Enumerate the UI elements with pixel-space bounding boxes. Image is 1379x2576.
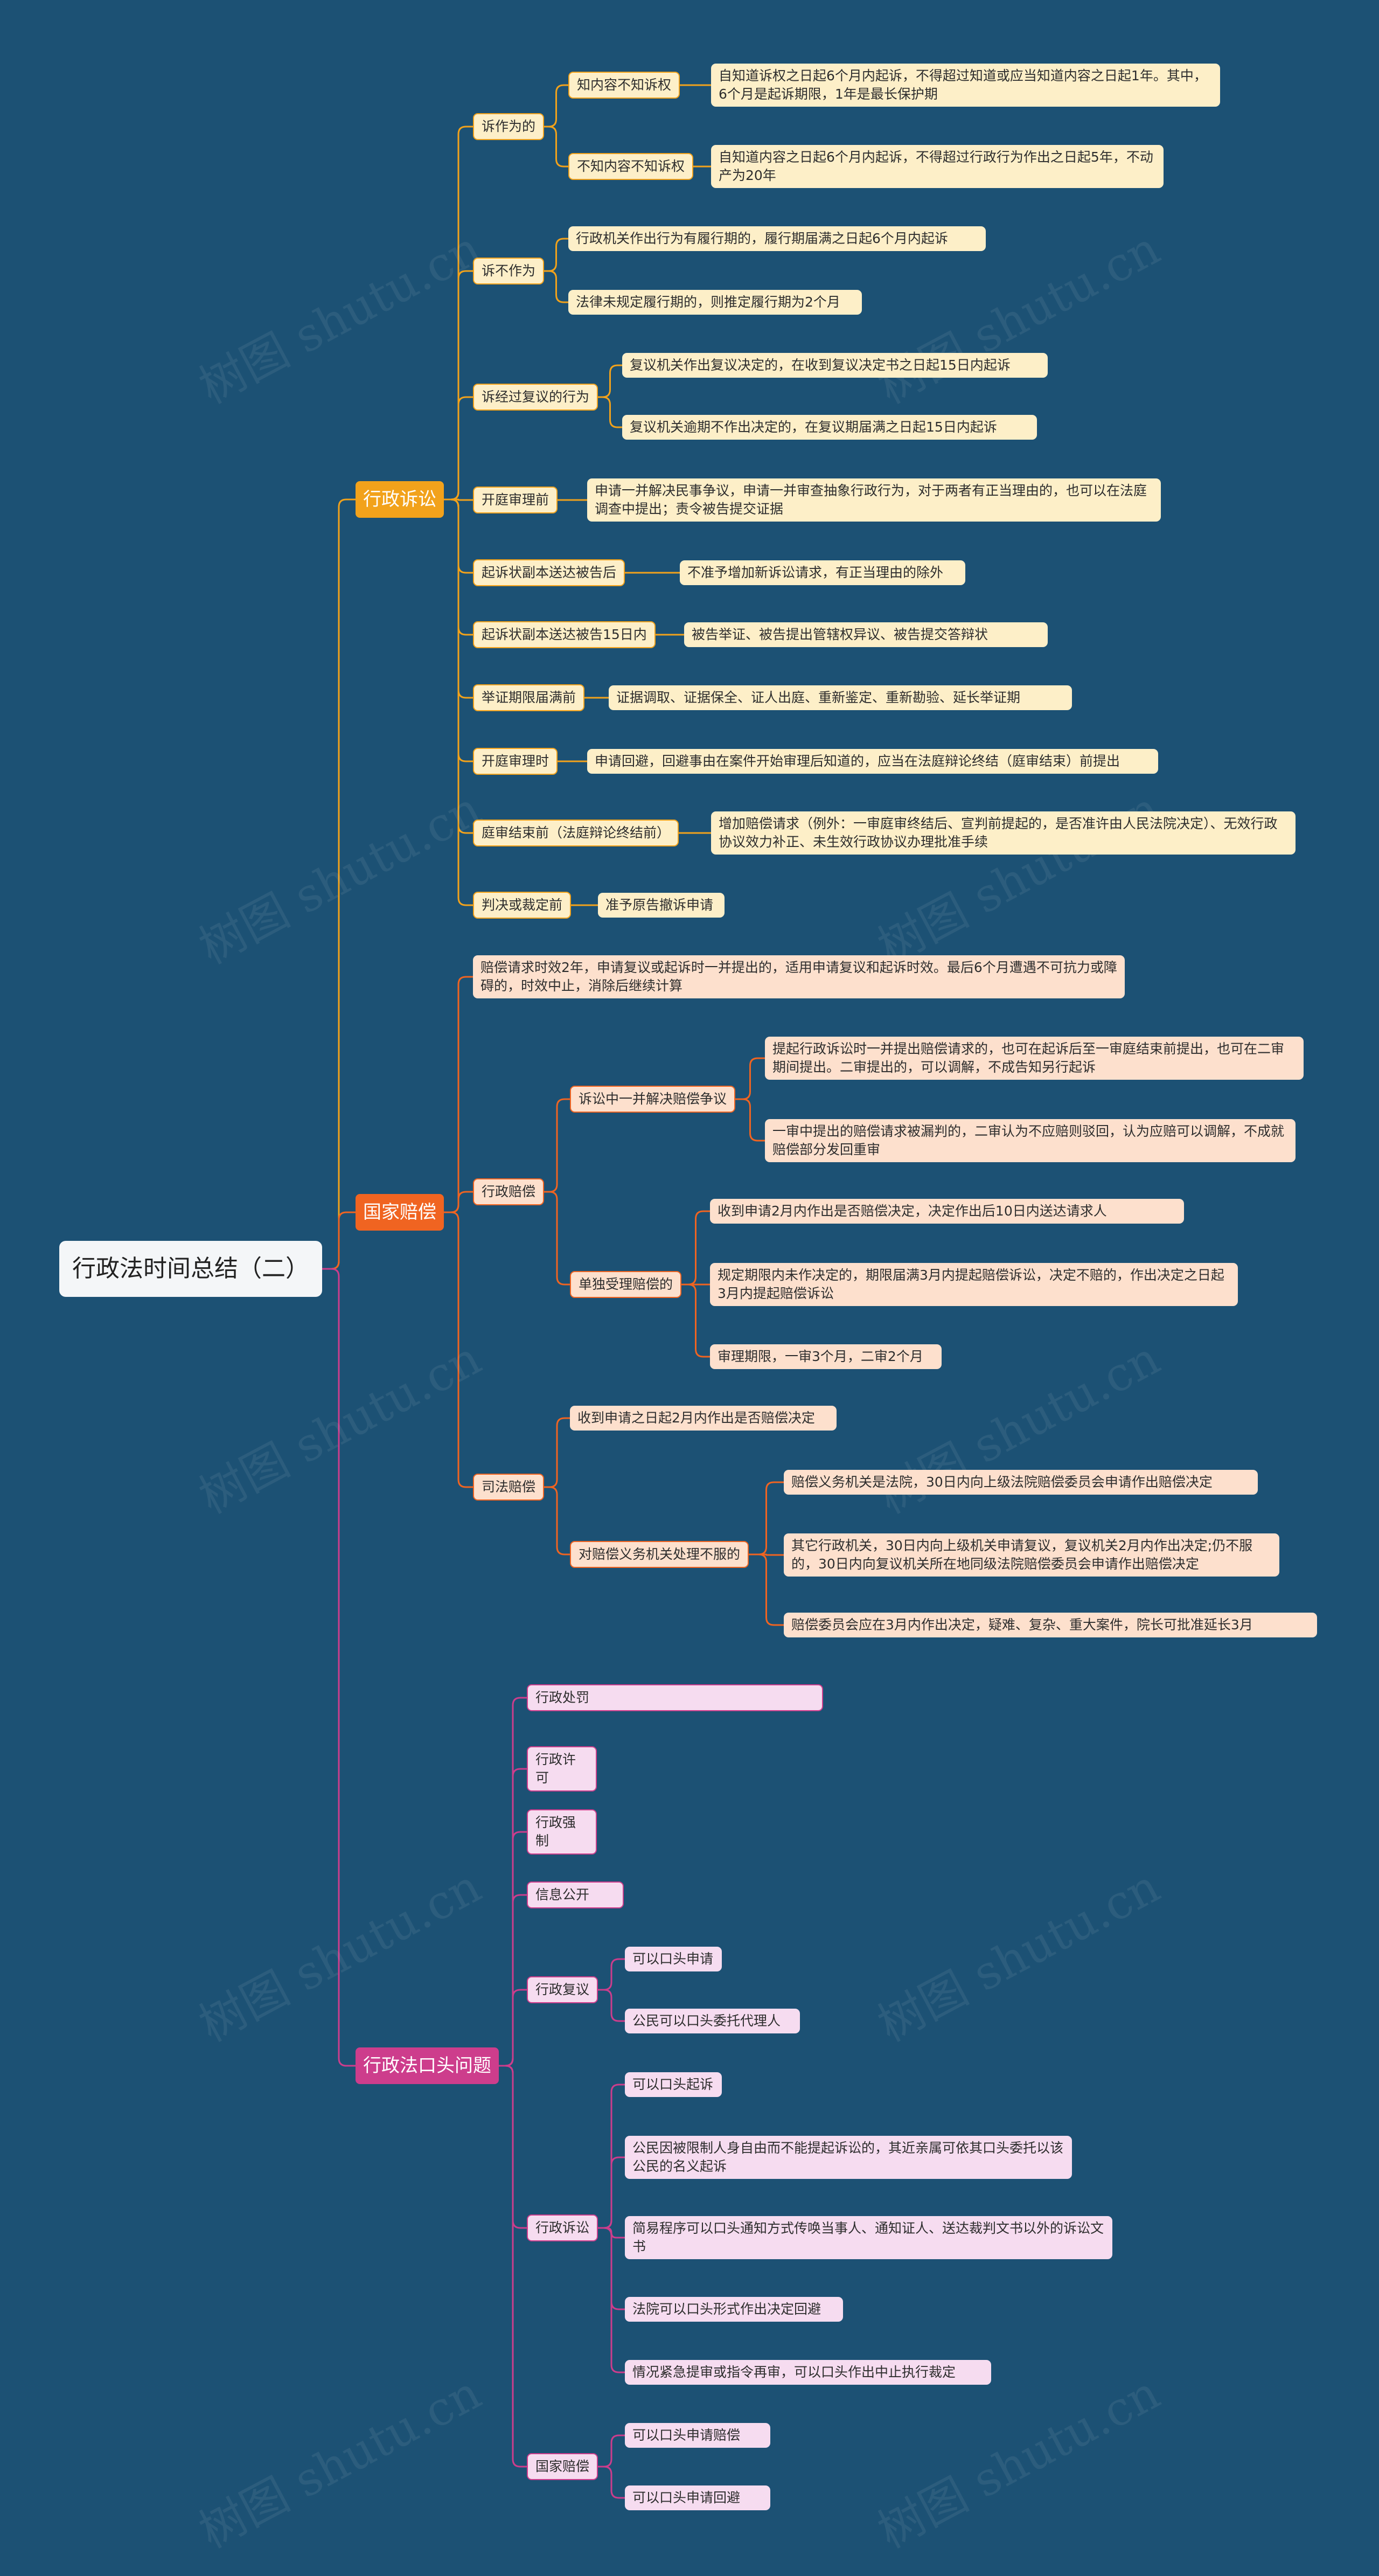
connector-line [499,1989,527,2067]
connector-line [598,364,622,398]
leaf-0-0-1-0: 自知道内容之日起6个月内起诉，不得超过行政行为作出之日起5年，不动产为20年 [711,145,1164,188]
leaf-1-1-1-2: 审理期限，一审3个月，二审2个月 [710,1344,942,1369]
topic-0-7: 开庭审理时 [473,748,558,775]
leaf-1-0: 赔偿请求时效2年，申请复议或起诉时一并提出的，适用申请复议和起诉时效。最后6个月… [473,955,1125,998]
connector-line [444,498,473,501]
connector-line [749,1481,784,1556]
topic-2-4: 行政复议 [527,1976,598,2003]
leaf-1-1-0-0: 提起行政诉讼时一并提出赔偿请求的，也可在起诉后至一审庭结束前提出，也可在二审期间… [765,1037,1304,1080]
topic-0-9: 判决或裁定前 [473,892,572,919]
topic-2-3: 信息公开 [527,1881,624,1908]
connector-line [544,1191,570,1286]
connector-line [544,1098,570,1193]
topic-0-8: 庭审结束前（法庭辩论终结前） [473,820,679,846]
topic-2-1: 行政许可 [527,1746,597,1792]
leaf-1-1-1-0: 收到申请2月内作出是否赔偿决定，决定作出后10日内送达请求人 [710,1199,1184,1224]
leaf-0-1-1: 法律未规定履行期的，则推定履行期为2个月 [568,290,862,315]
connector-line [598,2434,625,2468]
connector-line [322,1268,356,2067]
branch-compensation: 国家赔偿 [356,1194,444,1231]
connector-line [444,976,473,1213]
connector-line [544,270,568,303]
leaf-2-4-0: 可以口头申请 [625,1947,722,1971]
leaf-1-2-0: 收到申请之日起2月内作出是否赔偿决定 [570,1406,837,1431]
root-topic: 行政法时间总结（二） [59,1241,322,1297]
connector-line [598,2466,625,2499]
topic-0-0-0: 知内容不知诉权 [568,72,680,99]
topic-1-1-1: 单独受理赔偿的 [570,1271,682,1298]
connector-line [444,1211,473,1488]
connector-line [322,498,356,1270]
leaf-0-1-0: 行政机关作出行为有履行期的，履行期届满之日起6个月内起诉 [568,226,986,251]
leaf-0-5-0: 被告举证、被告提出管辖权异议、被告提交答辩状 [684,622,1048,647]
leaf-2-5-3: 法院可以口头形式作出决定回避 [625,2297,843,2322]
topic-2-5: 行政诉讼 [527,2214,598,2241]
connector-line [598,2227,625,2373]
leaf-0-4-0: 不准予增加新诉讼请求，有正当理由的除外 [680,560,965,585]
connector-line [598,1989,625,2022]
leaf-1-1-0-1: 一审中提出的赔偿请求被漏判的，二审认为不应赔则驳回，认为应赔可以调解，不成就赔偿… [765,1119,1296,1162]
topic-2-2: 行政强制 [527,1809,597,1855]
leaf-2-5-0: 可以口头起诉 [625,2072,722,2097]
leaf-2-5-1: 公民因被限制人身自由而不能提起诉讼的，其近亲属可依其口头委托以该公民的名义起诉 [625,2136,1072,2179]
connector-line [598,2156,625,2229]
connector-line [499,2065,527,2468]
leaf-2-6-1: 可以口头申请回避 [625,2485,770,2510]
leaf-2-5-2: 简易程序可以口头通知方式传唤当事人、通知证人、送达裁判文书以外的诉讼文书 [625,2216,1112,2259]
leaf-2-4-1: 公民可以口头委托代理人 [625,2009,800,2033]
connector-line [544,1417,570,1488]
leaf-1-2-1-0: 赔偿义务机关是法院，30日内向上级法院赔偿委员会申请作出赔偿决定 [784,1470,1258,1495]
connector-line [749,1553,784,1556]
leaf-1-2-1-2: 赔偿委员会应在3月内作出决定，疑难、复杂、重大案件，院长可批准延长3月 [784,1613,1317,1637]
connector-line [322,1211,356,1270]
connector-line [544,84,568,128]
topic-0-0: 诉作为的 [473,113,545,140]
topic-0-4: 起诉状副本送达被告后 [473,559,625,586]
topic-0-0-1: 不知内容不知诉权 [568,153,694,180]
connector-line [681,1210,710,1286]
connector-line [735,1057,765,1100]
topic-0-5: 起诉状副本送达被告15日内 [473,621,656,648]
topic-0-2: 诉经过复议的行为 [473,384,598,411]
topic-2-0: 行政处罚 [527,1684,823,1711]
leaf-0-9-0: 准予原告撤诉申请 [598,893,725,918]
connector-line [544,1486,570,1556]
leaf-2-6-0: 可以口头申请赔偿 [625,2423,770,2448]
leaf-0-2-0: 复议机关作出复议决定的，在收到复议决定书之日起15日内起诉 [622,353,1048,378]
topic-0-1: 诉不作为 [473,258,545,284]
branch-oral: 行政法口头问题 [356,2047,499,2084]
topic-0-6: 举证期限届满前 [473,684,585,711]
topic-0-3: 开庭审理前 [473,487,558,513]
connector-line [749,1553,784,1626]
connector-line [444,396,473,501]
leaf-1-1-1-1: 规定期限内未作决定的，期限届满3月内提起赔偿诉讼，决定不赔的，作出决定之日起3月… [710,1263,1238,1306]
topic-2-6: 国家赔偿 [527,2453,598,2480]
topic-1-1-0: 诉讼中一并解决赔偿争议 [570,1086,736,1113]
leaf-0-7-0: 申请回避，回避事由在案件开始审理后知道的，应当在法庭辩论终结（庭审结束）前提出 [587,749,1158,774]
connector-line [598,1958,625,1991]
branch-litigation: 行政诉讼 [356,481,444,518]
connector-line [735,1098,765,1142]
leaf-0-0-0-0: 自知道诉权之日起6个月内起诉，不得超过知道或应当知道内容之日起1年。其中，6个月… [711,64,1220,107]
connector-line [681,1283,710,1358]
connector-line [598,396,622,428]
topic-1-2: 司法赔偿 [473,1474,545,1501]
leaf-0-3-0: 申请一并解决民事争议，申请一并审查抽象行政行为，对于两者有正当理由的，也可以在法… [587,478,1161,522]
leaf-0-2-1: 复议机关逾期不作出决定的，在复议期届满之日起15日内起诉 [622,415,1037,440]
topic-1-1: 行政赔偿 [473,1178,545,1205]
leaf-2-5-4: 情况紧急提审或指令再审，可以口头作出中止执行裁定 [625,2360,991,2385]
connector-line [544,238,568,272]
leaf-1-2-1-1: 其它行政机关，30日内向上级机关申请复议，复议机关2月内作出决定;仍不服的，30… [784,1533,1279,1577]
connector-line [444,498,473,906]
topic-1-2-1: 对赔偿义务机关处理不服的 [570,1541,749,1568]
leaf-0-6-0: 证据调取、证据保全、证人出庭、重新鉴定、重新勘验、延长举证期 [609,685,1072,710]
connector-line [544,126,568,168]
leaf-0-8-0: 增加赔偿请求（例外：一审庭审终结后、宣判前提起的，是否准许由人民法院决定）、无效… [711,811,1296,855]
